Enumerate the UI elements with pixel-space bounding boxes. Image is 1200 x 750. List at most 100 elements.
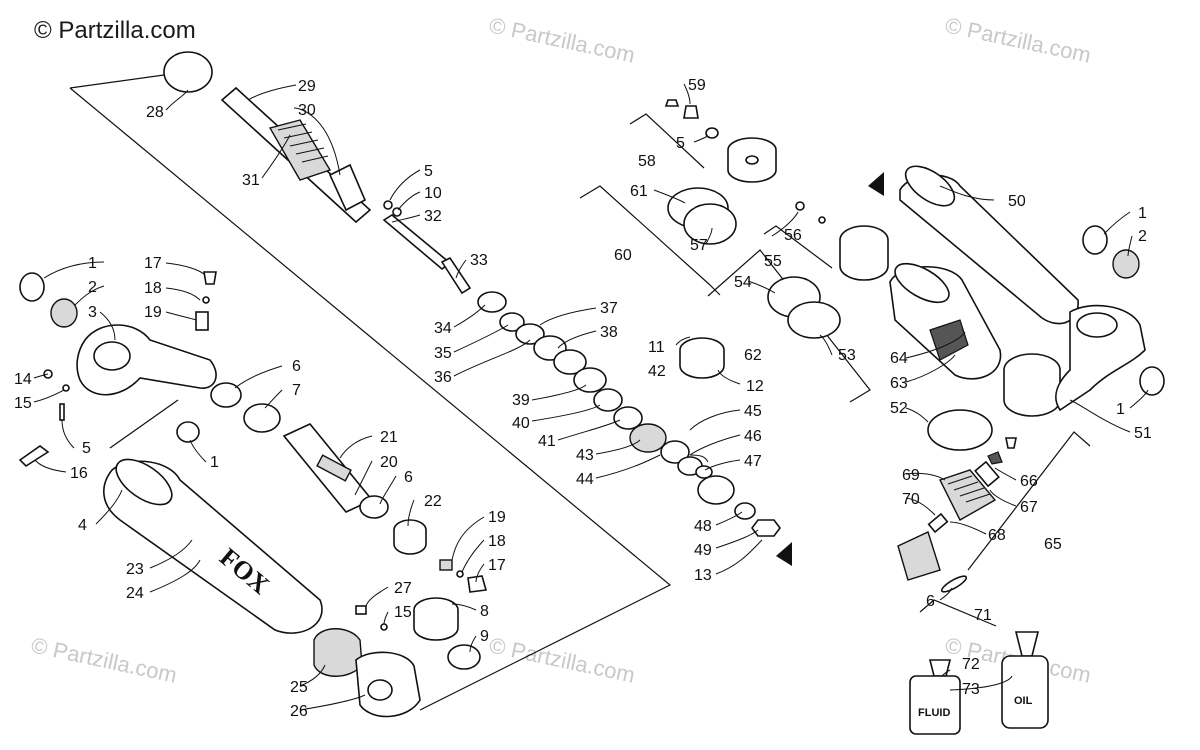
valve-core xyxy=(439,559,453,571)
callout-label: 65 xyxy=(1044,536,1062,553)
callout-label: 22 xyxy=(424,493,442,510)
callout-label: 36 xyxy=(434,369,452,386)
callout-label: 5 xyxy=(82,440,91,457)
bearing xyxy=(50,298,78,328)
callout-label: 6 xyxy=(404,469,413,486)
callout-label: 20 xyxy=(380,454,398,471)
oring xyxy=(447,644,481,670)
callout-label: 37 xyxy=(600,300,618,317)
shim xyxy=(613,406,643,430)
callout-label: 4 xyxy=(78,517,87,534)
callout-label: 49 xyxy=(694,542,712,559)
callout-label: 53 xyxy=(838,347,856,364)
washer xyxy=(697,475,735,505)
callout-label: 18 xyxy=(488,533,506,550)
fluid-bottle: FLUID xyxy=(909,659,961,735)
middle-head-group xyxy=(579,99,889,403)
oring xyxy=(940,575,968,593)
oring xyxy=(176,421,200,443)
eyelet-bore xyxy=(93,341,131,371)
watermark-faint: © Partzilla.com xyxy=(943,12,1093,67)
valve-oring xyxy=(202,296,210,304)
callout-label: 51 xyxy=(1134,425,1152,442)
callout-label: 69 xyxy=(902,467,920,484)
callout-label: 44 xyxy=(576,471,594,488)
callout-label: 26 xyxy=(290,703,308,720)
callout-label: 25 xyxy=(290,679,308,696)
callout-label: 41 xyxy=(538,433,556,450)
callout-label: 1 xyxy=(1138,205,1147,222)
oil-bottle: OIL xyxy=(1001,631,1049,729)
callout-label: 31 xyxy=(242,172,260,189)
screw xyxy=(795,201,805,211)
watermark-faint: © Partzilla.com xyxy=(29,632,179,687)
callout-label: 14 xyxy=(14,371,32,388)
direction-arrow xyxy=(868,172,884,196)
callout-label: 45 xyxy=(744,403,762,420)
washer xyxy=(734,502,756,520)
callout-label: 9 xyxy=(480,628,489,645)
seal-head xyxy=(413,597,459,641)
callout-label: 71 xyxy=(974,607,992,624)
bump-stop xyxy=(163,51,213,93)
callout-label: 56 xyxy=(784,227,802,244)
seal-ring xyxy=(787,301,841,339)
callout-label: 3 xyxy=(88,304,97,321)
shaft-collar xyxy=(328,163,367,212)
body-opening xyxy=(894,262,950,304)
shaft-assembly xyxy=(163,51,472,295)
valve-core xyxy=(195,311,209,331)
oring xyxy=(1139,366,1165,396)
callout-label: 8 xyxy=(480,603,489,620)
callout-label: 62 xyxy=(744,347,762,364)
piston xyxy=(629,423,667,453)
eyelet-bore xyxy=(1076,312,1118,338)
oring xyxy=(19,272,45,302)
valve-cap xyxy=(203,271,217,285)
group-bracket-left-inner xyxy=(109,399,179,449)
callout-label: 2 xyxy=(1138,228,1147,245)
callout-label: 1 xyxy=(1116,401,1125,418)
reservoir-eyelet xyxy=(1055,304,1146,412)
piston-head xyxy=(839,225,889,281)
oring xyxy=(392,207,402,217)
callout-label: 21 xyxy=(380,429,398,446)
snap-ring xyxy=(683,203,737,245)
bushing xyxy=(243,403,281,433)
ball xyxy=(62,384,70,392)
watermark-main: © Partzilla.com xyxy=(34,17,196,44)
callout-label: 5 xyxy=(424,163,433,180)
nut xyxy=(751,519,781,537)
set-screw xyxy=(355,605,367,615)
callout-label: 57 xyxy=(690,237,708,254)
callout-label: 42 xyxy=(648,363,666,380)
oring xyxy=(927,409,993,451)
callout-label: 34 xyxy=(434,320,452,337)
shim xyxy=(695,465,713,479)
bracket-58 xyxy=(629,113,705,169)
shim xyxy=(515,323,545,345)
valve-oring xyxy=(456,570,464,578)
left-body-group: FOX xyxy=(18,271,488,718)
screw xyxy=(664,99,680,107)
callout-label: 40 xyxy=(512,415,530,432)
sleeve-opening xyxy=(904,165,956,207)
callout-label: 18 xyxy=(144,280,162,297)
callout-label: 2 xyxy=(88,279,97,296)
oring xyxy=(210,382,242,408)
oring xyxy=(383,200,393,210)
callout-label: 43 xyxy=(576,447,594,464)
adjuster-assembly xyxy=(897,431,1091,627)
callout-label: 61 xyxy=(630,183,648,200)
bottle-body xyxy=(1001,655,1049,729)
pin xyxy=(59,403,65,421)
callout-label: 1 xyxy=(88,255,97,272)
callout-label: 60 xyxy=(614,247,632,264)
watermark-faint: © Partzilla.com xyxy=(487,12,637,67)
callout-label: 52 xyxy=(890,400,908,417)
fluid-label: FLUID xyxy=(918,707,950,719)
oil-label: OIL xyxy=(1014,695,1033,707)
shim xyxy=(660,440,690,464)
shim xyxy=(593,388,623,412)
